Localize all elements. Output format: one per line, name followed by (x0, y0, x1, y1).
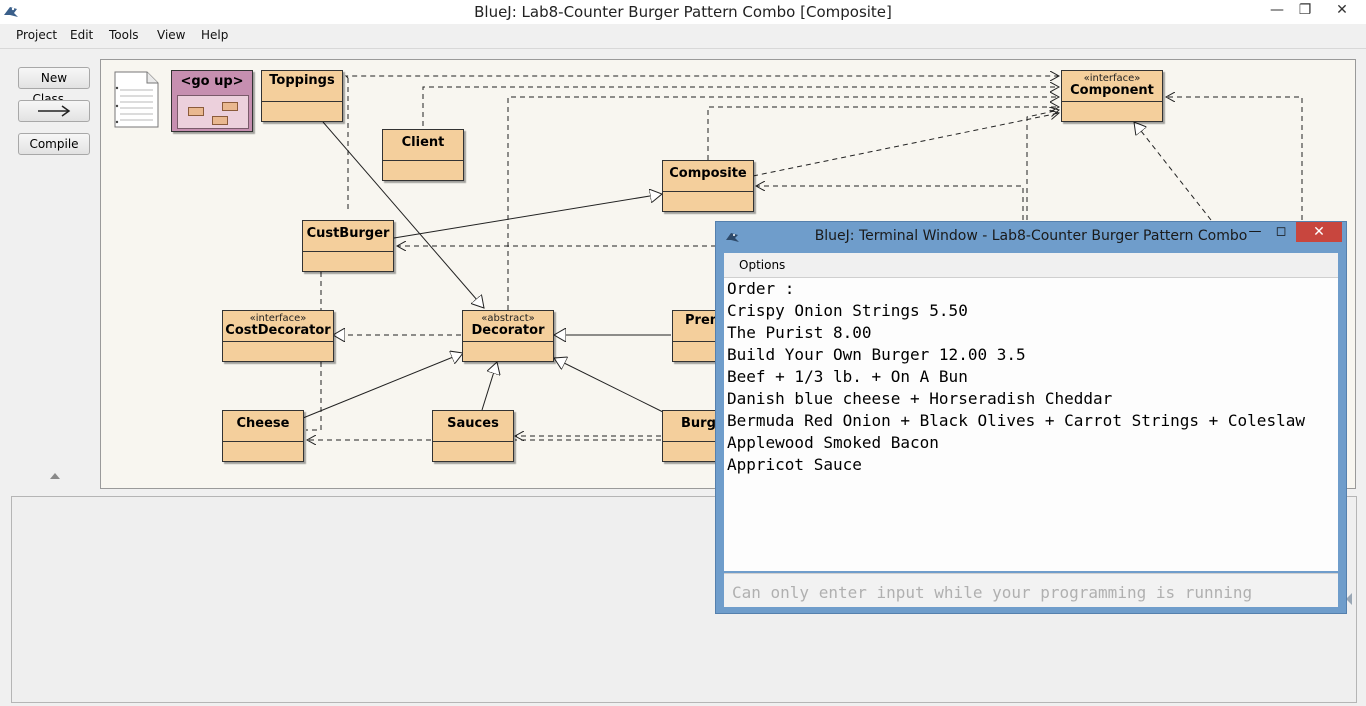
output-line: Appricot Sauce (727, 455, 862, 474)
terminal-options-menu-bar: Options (724, 253, 1338, 278)
menu-help[interactable]: Help (201, 28, 229, 42)
menu-bar: Project Edit Tools View Help (0, 24, 1366, 49)
output-line: Crispy Onion Strings 5.50 (727, 301, 968, 320)
class-component[interactable]: «interface»Component (1061, 70, 1163, 122)
restore-button[interactable]: ❐ (1298, 2, 1312, 18)
package-icon (177, 95, 249, 129)
minimize-button[interactable]: — (1270, 2, 1284, 18)
dependency-arrows (302, 60, 1303, 488)
class-cheese[interactable]: Cheese (222, 410, 304, 462)
terminal-title: BlueJ: Terminal Window - Lab8-Counter Bu… (814, 228, 1248, 244)
close-button[interactable]: ✕ (1336, 2, 1348, 18)
bluej-app-icon (4, 7, 18, 17)
bench-arrow-icon (1346, 593, 1352, 605)
terminal-input-field[interactable] (730, 580, 1334, 604)
class-costdecorator[interactable]: «interface»CostDecorator (222, 310, 334, 362)
menu-project[interactable]: Project (16, 28, 58, 42)
terminal-window[interactable]: BlueJ: Terminal Window - Lab8-Counter Bu… (715, 221, 1347, 614)
menu-edit[interactable]: Edit (70, 28, 94, 42)
terminal-input-area (724, 573, 1338, 607)
output-line: Order : (727, 279, 795, 298)
compile-button[interactable]: Compile (18, 133, 90, 155)
output-line: The Purist 8.00 (727, 323, 872, 342)
go-up-label: <go up> (180, 74, 244, 89)
output-line: Danish blue cheese + Horseradish Cheddar (727, 389, 1113, 408)
terminal-close-button[interactable]: ✕ (1296, 222, 1342, 242)
class-custburger[interactable]: CustBurger (302, 220, 394, 272)
menu-view[interactable]: View (157, 28, 186, 42)
readme-document-icon[interactable] (113, 70, 161, 130)
bluej-terminal-icon (726, 233, 739, 242)
output-line: Applewood Smoked Bacon (727, 433, 939, 452)
new-class-button[interactable]: New Class... (18, 67, 90, 106)
class-toppings[interactable]: Toppings (261, 70, 343, 122)
output-line: Beef + 1/3 lb. + On A Bun (727, 367, 968, 386)
window-title: BlueJ: Lab8-Counter Burger Pattern Combo… (474, 3, 892, 21)
class-decorator[interactable]: «abstract»Decorator (462, 310, 554, 362)
terminal-maximize-button[interactable]: ◻ (1275, 224, 1287, 239)
output-line: Build Your Own Burger 12.00 3.5 (727, 345, 1026, 364)
go-up-package[interactable]: <go up> (171, 70, 253, 132)
class-sauces[interactable]: Sauces (432, 410, 514, 462)
class-client[interactable]: Client (382, 129, 464, 181)
terminal-output[interactable]: Order : Crispy Onion Strings 5.50 The Pu… (724, 278, 1338, 571)
output-line: Bermuda Red Onion + Black Olives + Carro… (727, 411, 1305, 430)
terminal-minimize-button[interactable]: — (1248, 224, 1262, 239)
menu-tools[interactable]: Tools (109, 28, 139, 42)
class-composite[interactable]: Composite (662, 160, 754, 212)
menu-options[interactable]: Options (739, 258, 786, 272)
new-arrow-button[interactable] (18, 100, 90, 122)
title-bar: BlueJ: Lab8-Counter Burger Pattern Combo… (0, 0, 1366, 24)
arrow-icon (38, 105, 71, 117)
collapse-arrow-icon[interactable] (49, 471, 61, 481)
